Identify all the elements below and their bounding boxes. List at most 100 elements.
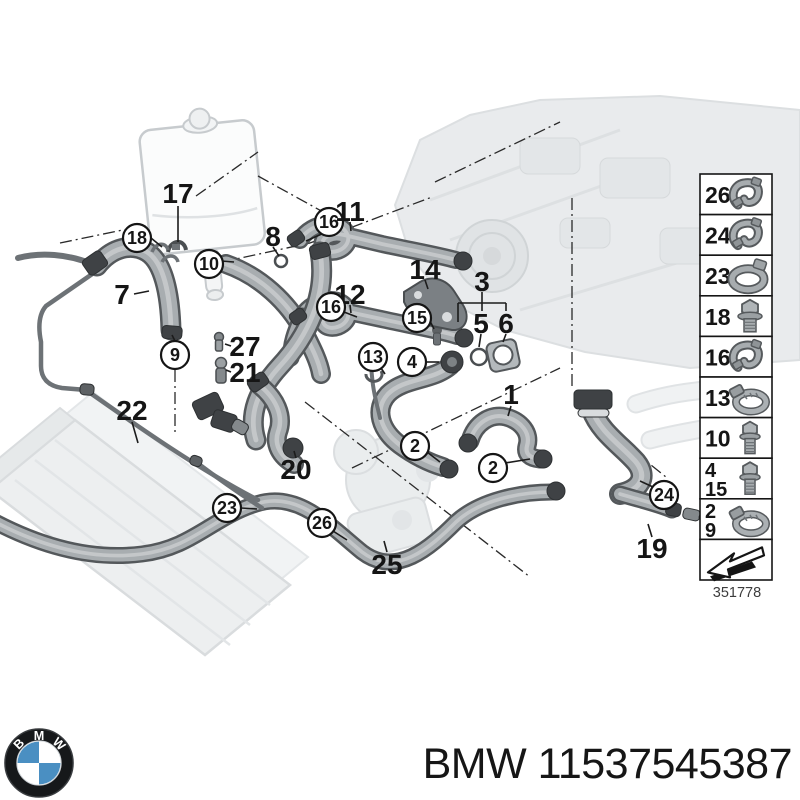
svg-text:21: 21 [229,357,260,388]
svg-text:26: 26 [705,182,731,208]
svg-text:17: 17 [162,178,193,209]
svg-text:18: 18 [705,304,731,330]
callout-10: 10 [193,248,225,280]
svg-text:16: 16 [705,344,731,370]
svg-text:6: 6 [498,308,514,339]
svg-text:19: 19 [636,533,667,564]
oring-part-5 [469,347,489,367]
callout-11: 11 [335,196,365,227]
callout-19: 19 [636,533,667,564]
callout-23: 23 [211,492,243,524]
svg-text:24: 24 [705,223,731,249]
callout-16: 16 [313,206,345,238]
legend-row-16: 16 [699,336,773,378]
svg-text:9: 9 [170,345,180,365]
bolt-part-27-shaft [214,339,224,352]
gasket-part-6 [485,338,521,373]
callout-20: 20 [280,454,311,485]
callout-13: 13 [357,341,389,373]
callout-21: 21 [229,357,260,388]
clamp-part-13 [364,370,384,383]
callout-4: 4 [396,346,428,378]
legend-row-23: 23 [699,255,773,297]
legend-row-18: 18 [699,294,773,338]
hose-fittings [79,229,708,522]
roundel-quadrant-bl [17,763,39,785]
svg-text:2: 2 [705,501,716,523]
ghost-background-parts [0,94,800,657]
svg-text:5: 5 [473,308,489,339]
callout-2: 2 [399,430,431,462]
svg-text:15: 15 [407,308,427,328]
callout-25: 25 [371,549,402,580]
legend-row-26: 26 [699,174,773,216]
callout-18: 18 [121,222,153,254]
svg-text:20: 20 [280,454,311,485]
bmw-logo: B M W [4,728,74,798]
engine-block-ghost [393,94,800,370]
clamp-part-17-tab [172,244,180,250]
holder-part-18b [160,254,180,263]
svg-text:9: 9 [705,520,716,542]
svg-text:10: 10 [705,426,731,452]
svg-text:13: 13 [705,385,731,411]
callout-3: 3 [474,266,490,297]
callout-16: 16 [315,291,347,323]
callout-15: 15 [401,302,433,334]
svg-text:25: 25 [371,549,402,580]
callout-9: 9 [159,339,191,371]
svg-text:14: 14 [409,254,441,285]
callout-8: 8 [265,221,281,252]
bolt-part-15-shaft [433,332,441,346]
callout-5: 5 [473,308,489,339]
svg-text:16: 16 [321,297,341,317]
callout-27: 27 [229,331,260,362]
logo-letter-m: M [34,729,45,743]
callout-24: 24 [648,479,680,511]
sensor-part-21-body [215,367,227,384]
legend-row-24: 24 [699,215,773,257]
svg-text:7: 7 [114,279,130,310]
radiator-ghost [0,390,310,657]
svg-text:4: 4 [705,460,717,482]
callout-2: 2 [477,452,509,484]
svg-text:27: 27 [229,331,260,362]
roundel-quadrant-br [39,763,61,785]
svg-text:11: 11 [335,196,365,227]
svg-text:22: 22 [116,395,147,426]
callout-17: 17 [162,178,193,209]
svg-text:23: 23 [705,263,731,289]
svg-text:18: 18 [127,228,147,248]
callout-1: 1 [503,379,519,410]
part-number-text: BMW 11537545387 [422,740,793,788]
legend-row-13: 13 [699,376,773,419]
svg-text:2: 2 [410,436,420,456]
svg-text:16: 16 [319,212,339,232]
parts-diagram: 1718810161171216141535613492721221222023… [0,94,800,657]
legend-direction-arrow [699,538,773,582]
callout-22: 22 [116,395,147,426]
svg-text:26: 26 [312,513,332,533]
oring-part-8 [273,253,289,269]
callout-26: 26 [306,507,338,539]
svg-text:24: 24 [654,485,674,505]
direction-arrow-icon [706,546,766,582]
svg-text:10: 10 [199,254,219,274]
svg-text:2: 2 [488,458,498,478]
callout-7: 7 [114,279,130,310]
svg-text:3: 3 [474,266,490,297]
svg-text:4: 4 [407,352,417,372]
callout-14: 14 [409,254,441,285]
svg-text:8: 8 [265,221,281,252]
sensor-part-21-head [214,356,228,370]
legend-row-10: 10 [699,416,773,460]
svg-text:1: 1 [503,379,519,410]
svg-text:23: 23 [217,498,237,518]
figure-number: 351778 [713,585,761,601]
svg-text:15: 15 [705,479,727,501]
legend-row-2-9: 29 [699,497,773,542]
svg-text:13: 13 [363,347,383,367]
